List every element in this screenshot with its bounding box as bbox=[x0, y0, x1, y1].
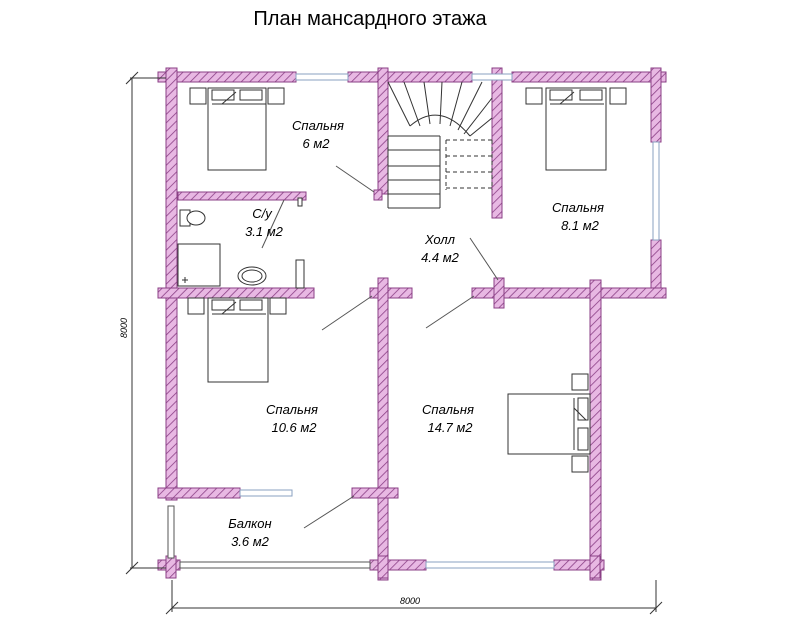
wall-center-vertical bbox=[377, 277, 389, 581]
room-area-wc: 3.1 м2 bbox=[245, 224, 284, 239]
room-name-hall: Холл bbox=[424, 232, 456, 247]
bed-right bbox=[507, 373, 591, 473]
bed-mid-left bbox=[187, 297, 287, 383]
room-labels: Спальня 6 м2 С/у 3.1 м2 Холл 4.4 м2 Спал… bbox=[228, 118, 604, 549]
wall-post-bottom-left bbox=[165, 555, 177, 579]
wall-top-middle bbox=[347, 71, 473, 83]
room-name-bedroom-6: Спальня bbox=[292, 118, 344, 133]
balcony-rail bbox=[167, 505, 371, 569]
room-area-bedroom-8: 8.1 м2 bbox=[561, 218, 600, 233]
room-area-bedroom-14: 14.7 м2 bbox=[427, 420, 473, 435]
window-top-left bbox=[295, 73, 349, 81]
window-balcony bbox=[239, 489, 293, 497]
toilet-bowl-icon bbox=[186, 210, 206, 226]
wc-fixtures bbox=[177, 197, 305, 289]
wall-left-lower bbox=[165, 289, 178, 501]
window-top-middle bbox=[471, 73, 513, 81]
bed-top-left bbox=[189, 87, 285, 171]
towel-rail-icon bbox=[295, 259, 305, 289]
wall-mid-center bbox=[369, 287, 413, 299]
leader-lines bbox=[261, 165, 499, 529]
room-name-wc: С/у bbox=[252, 206, 273, 221]
staircase bbox=[373, 81, 493, 209]
window-bottom bbox=[425, 561, 555, 569]
room-name-bedroom-10: Спальня bbox=[266, 402, 318, 417]
dimension-width-label: 8000 bbox=[400, 596, 420, 606]
wall-stair-right bbox=[491, 67, 503, 219]
wall-right-lower bbox=[589, 279, 602, 581]
wall-post-hall bbox=[493, 277, 505, 309]
wall-wc-top bbox=[177, 191, 307, 201]
wall-mid-left bbox=[157, 287, 315, 299]
wall-balcony-top-left bbox=[157, 487, 241, 499]
dimension-lines bbox=[125, 71, 663, 615]
bed-top-right bbox=[525, 87, 627, 171]
window-right bbox=[652, 141, 660, 241]
plan-title: План мансардного этажа bbox=[253, 8, 487, 30]
wall-top-left bbox=[157, 71, 297, 83]
wall-balcony-top-center bbox=[351, 487, 399, 499]
wall-mid-right bbox=[471, 287, 667, 299]
beds bbox=[187, 87, 627, 473]
room-name-bedroom-8: Спальня bbox=[552, 200, 604, 215]
wall-stair-left bbox=[377, 67, 389, 195]
room-name-bedroom-14: Спальня bbox=[422, 402, 474, 417]
windows bbox=[239, 73, 660, 569]
room-area-balcony: 3.6 м2 bbox=[231, 534, 270, 549]
walls bbox=[157, 67, 667, 581]
room-area-hall: 4.4 м2 bbox=[421, 250, 460, 265]
dimension-height-label: 8000 bbox=[119, 318, 129, 338]
wall-left-upper bbox=[165, 67, 178, 299]
room-name-balcony: Балкон bbox=[228, 516, 271, 531]
wall-post-bottom-center bbox=[377, 555, 389, 579]
wall-right-upper bbox=[650, 67, 662, 143]
room-area-bedroom-6: 6 м2 bbox=[303, 136, 331, 151]
wall-post-bottom-right bbox=[589, 555, 601, 579]
room-area-bedroom-10: 10.6 м2 bbox=[271, 420, 317, 435]
wall-top-right bbox=[511, 71, 667, 83]
